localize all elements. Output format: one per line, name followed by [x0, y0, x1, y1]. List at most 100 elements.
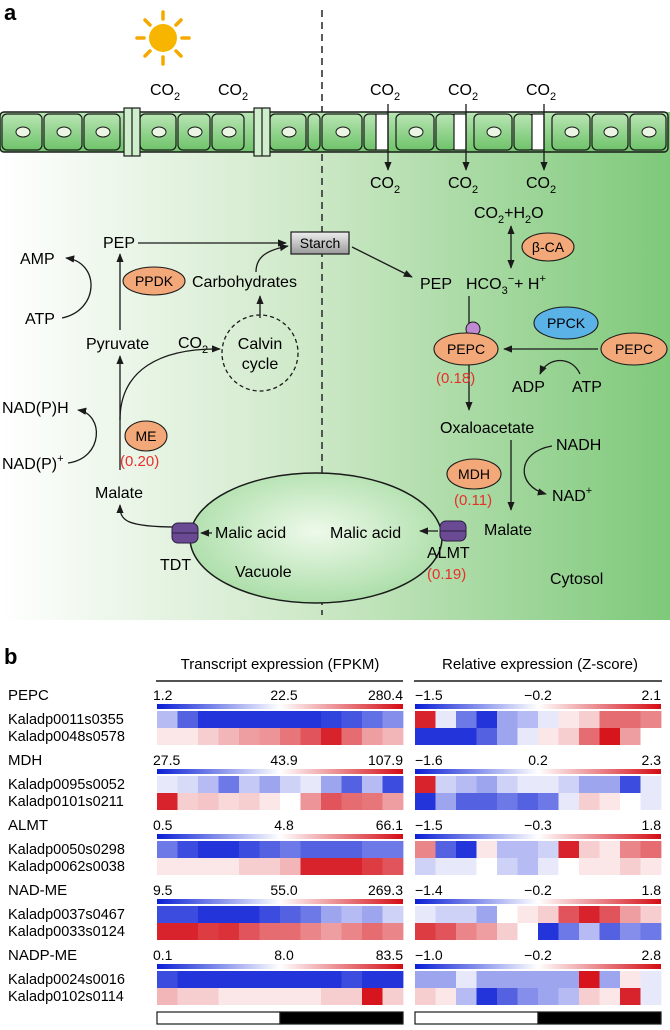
zscore-color-scale [415, 704, 661, 709]
zscore-heatmap-cell [497, 858, 518, 875]
svg-text:PPDK: PPDK [135, 273, 174, 289]
fpkm-heatmap-cell [362, 728, 383, 745]
gene-id-label: Kaladp0062s0038 [8, 859, 125, 875]
zscore-heatmap-cell [558, 971, 580, 988]
zscore-heatmap-cell [456, 841, 477, 858]
fpkm-heatmap-cell [300, 906, 322, 923]
fpkm-heatmap-cell [382, 988, 404, 1005]
fpkm-heatmap-cell [341, 923, 363, 940]
gene-id-label: Kaladp0050s0298 [8, 842, 125, 858]
sun-icon [135, 10, 191, 66]
fpkm-heatmap-cell [218, 711, 240, 728]
fpkm-heatmap-cell [362, 841, 383, 858]
fpkm-title: Transcript expression (FPKM) [181, 656, 380, 673]
zscore-heatmap-cell [538, 793, 559, 810]
zscore-heatmap-cell [497, 711, 518, 728]
zscore-heatmap-cell [620, 728, 641, 745]
fpkm-color-scale [157, 899, 403, 904]
zscore-heatmap-cell [435, 793, 457, 810]
carbohydrates-label: Carbohydrates [192, 274, 297, 291]
fpkm-heatmap-cell [218, 858, 240, 875]
fpkm-heatmap-cell [218, 728, 240, 745]
fpkm-heatmap-cell [362, 971, 383, 988]
zscore-heatmap-cell [579, 728, 600, 745]
zscore-heatmap-cell [476, 988, 498, 1005]
fpkm-heatmap-cell [198, 923, 219, 940]
fpkm-scale-label: 4.8 [274, 817, 294, 833]
zscore-heatmap-cell [599, 971, 621, 988]
zscore-heatmap-cell [497, 776, 518, 793]
fpkm-heatmap-cell [280, 711, 301, 728]
fpkm-heatmap-cell [198, 776, 219, 793]
fpkm-heatmap-cell [218, 906, 240, 923]
ppdk-enzyme: PPDK [122, 266, 186, 296]
fpkm-heatmap-cell [239, 971, 260, 988]
fpkm-heatmap-cell [321, 728, 342, 745]
fpkm-heatmap-cell [259, 858, 281, 875]
cytosol-label: Cytosol [550, 571, 603, 588]
zscore-heatmap-cell [415, 906, 436, 923]
fpkm-heatmap-cell [280, 841, 301, 858]
fpkm-color-scale [157, 704, 403, 709]
fpkm-heatmap-cell [300, 711, 322, 728]
calvin-line2: cycle [242, 356, 279, 373]
zscore-heatmap-cell [599, 793, 621, 810]
fpkm-heatmap-cell [341, 776, 363, 793]
fpkm-heatmap-cell [218, 841, 240, 858]
epidermis-cell [139, 113, 177, 151]
fpkm-heatmap-cell [382, 793, 404, 810]
nad-label: NAD+ [552, 485, 592, 505]
zscore-heatmap-cell [579, 776, 600, 793]
fpkm-heatmap-cell [259, 841, 281, 858]
zscore-scale-label: 1.8 [642, 882, 662, 898]
zscore-heatmap-cell [435, 906, 457, 923]
zscore-heatmap-cell [415, 711, 436, 728]
epidermis-cell [269, 113, 307, 151]
zscore-heatmap-cell [415, 923, 436, 940]
fpkm-heatmap-cell [239, 858, 260, 875]
zscore-heatmap-cell [579, 858, 600, 875]
gene-id-label: Kaladp0037s0467 [8, 907, 125, 923]
zscore-scale-label: 0.2 [528, 752, 548, 768]
zscore-heatmap-cell [599, 988, 621, 1005]
open-stoma [453, 113, 467, 151]
fpkm-heatmap-cell [362, 711, 383, 728]
zscore-heatmap-cell [497, 728, 518, 745]
zscore-scale-label: 2.1 [642, 687, 662, 703]
zscore-title: Relative expression (Z-score) [442, 656, 638, 673]
zscore-heatmap-cell [476, 793, 498, 810]
zscore-heatmap-cell [517, 728, 539, 745]
epidermis-cell [177, 113, 211, 151]
mdh-enzyme: MDH [446, 458, 502, 490]
carbohydrates-to-starch-arrow [255, 244, 289, 273]
zscore-heatmap-cell [517, 841, 539, 858]
fpkm-heatmap-cell [198, 858, 219, 875]
epidermis-cell-layer [0, 107, 669, 157]
gene-id-label: Kaladp0102s0114 [8, 989, 124, 1005]
fpkm-heatmap-cell [259, 728, 281, 745]
fpkm-heatmap-cell [157, 858, 178, 875]
fpkm-heatmap-cell [362, 988, 383, 1005]
ppdk-atp-arc [61, 255, 92, 319]
zscore-heatmap-cell [538, 711, 559, 728]
fpkm-heatmap-cell [382, 776, 404, 793]
zscore-heatmap-cell [579, 923, 600, 940]
epidermis-cell [513, 113, 535, 151]
tdt-to-malate-arrow [116, 504, 179, 528]
fpkm-heatmap-cell [198, 906, 219, 923]
zscore-heatmap-cell [538, 923, 559, 940]
fpkm-scale-label: 280.4 [368, 687, 403, 703]
fpkm-heatmap-cell [218, 971, 240, 988]
zscore-color-scale [415, 769, 661, 774]
vacuole-label: Vacuole [235, 564, 292, 581]
fpkm-heatmap-cell [321, 923, 342, 940]
fpkm-heatmap-cell [321, 711, 342, 728]
malic-acid-cytosol-label: Malic acid [330, 525, 401, 542]
gene-id-label: Kaladp0033s0124 [8, 924, 125, 940]
nadp-label: NAD(P)+ [2, 453, 64, 473]
calvin-line1: Calvin [238, 336, 282, 353]
zscore-heatmap-cell [476, 923, 498, 940]
zscore-heatmap-cell [579, 793, 600, 810]
zscore-color-scale [415, 964, 661, 969]
